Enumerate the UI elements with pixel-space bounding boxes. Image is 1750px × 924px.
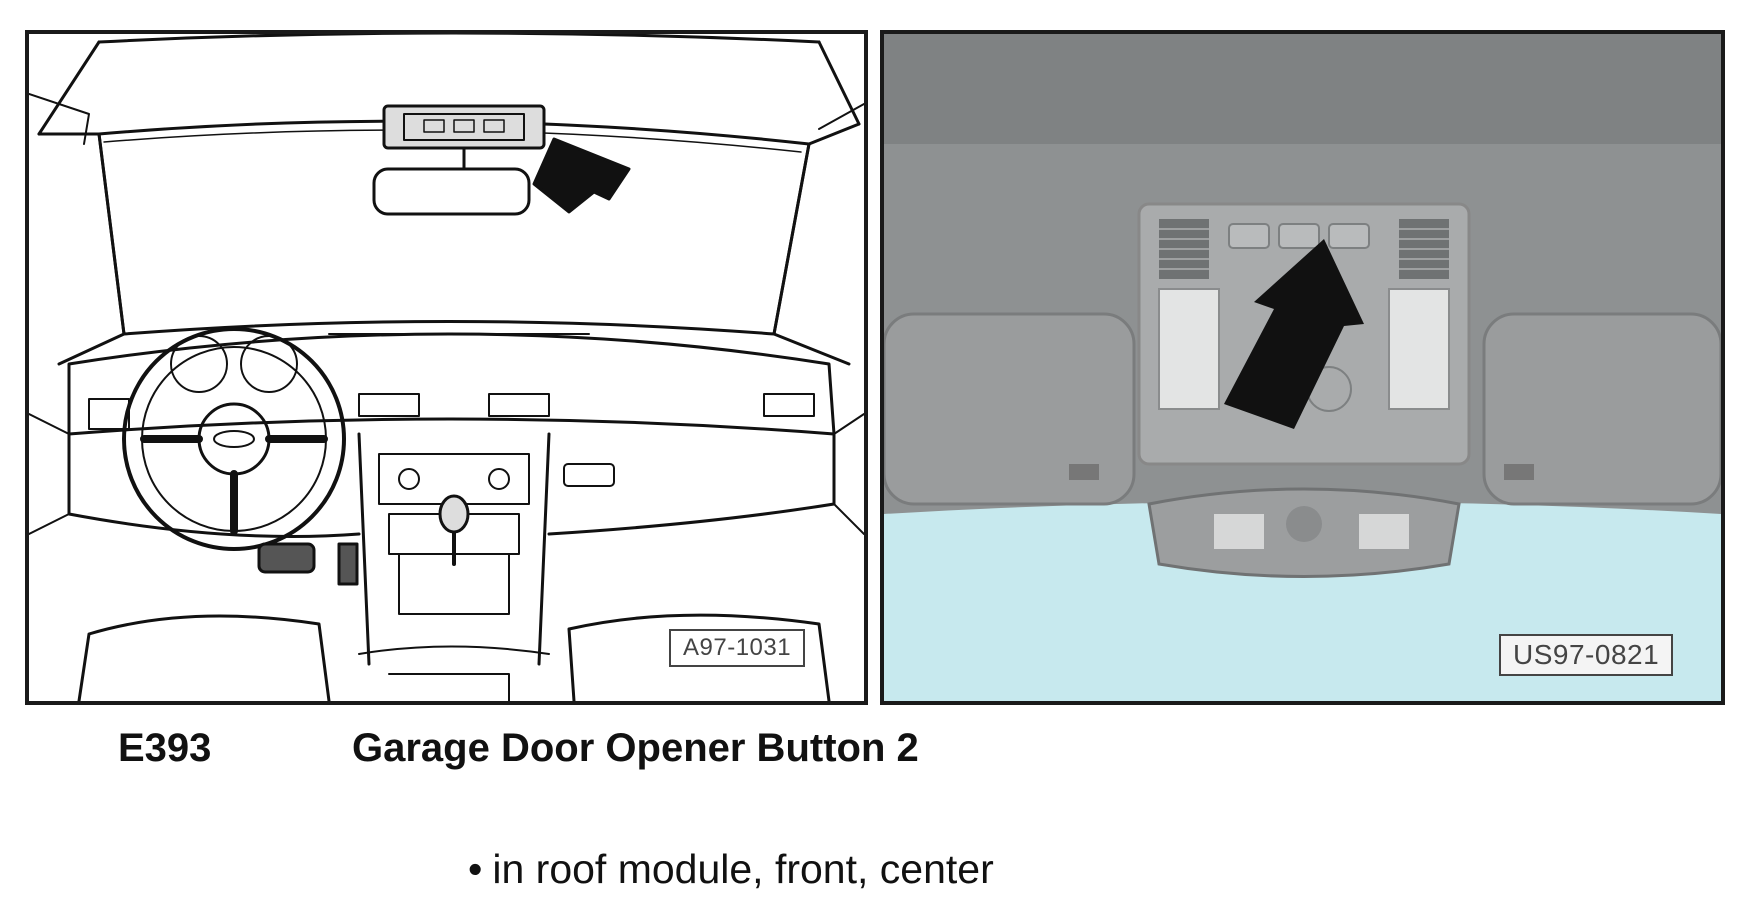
figure-reference-label: US97-0821 [1499, 634, 1674, 676]
interior-line-drawing: A97-1031 [25, 30, 868, 705]
roof-module-photo: US97-0821 [880, 30, 1725, 705]
component-code: E393 [118, 726, 212, 770]
location-list-item: •in roof module, front, center [468, 846, 994, 893]
bullet-icon: • [468, 846, 483, 892]
component-name: Garage Door Opener Button 2 [352, 726, 919, 770]
figure-reference-label: A97-1031 [669, 629, 806, 667]
interior-illustration [29, 34, 864, 701]
location-text: in roof module, front, center [492, 846, 994, 892]
roof-module-illustration [884, 34, 1721, 701]
